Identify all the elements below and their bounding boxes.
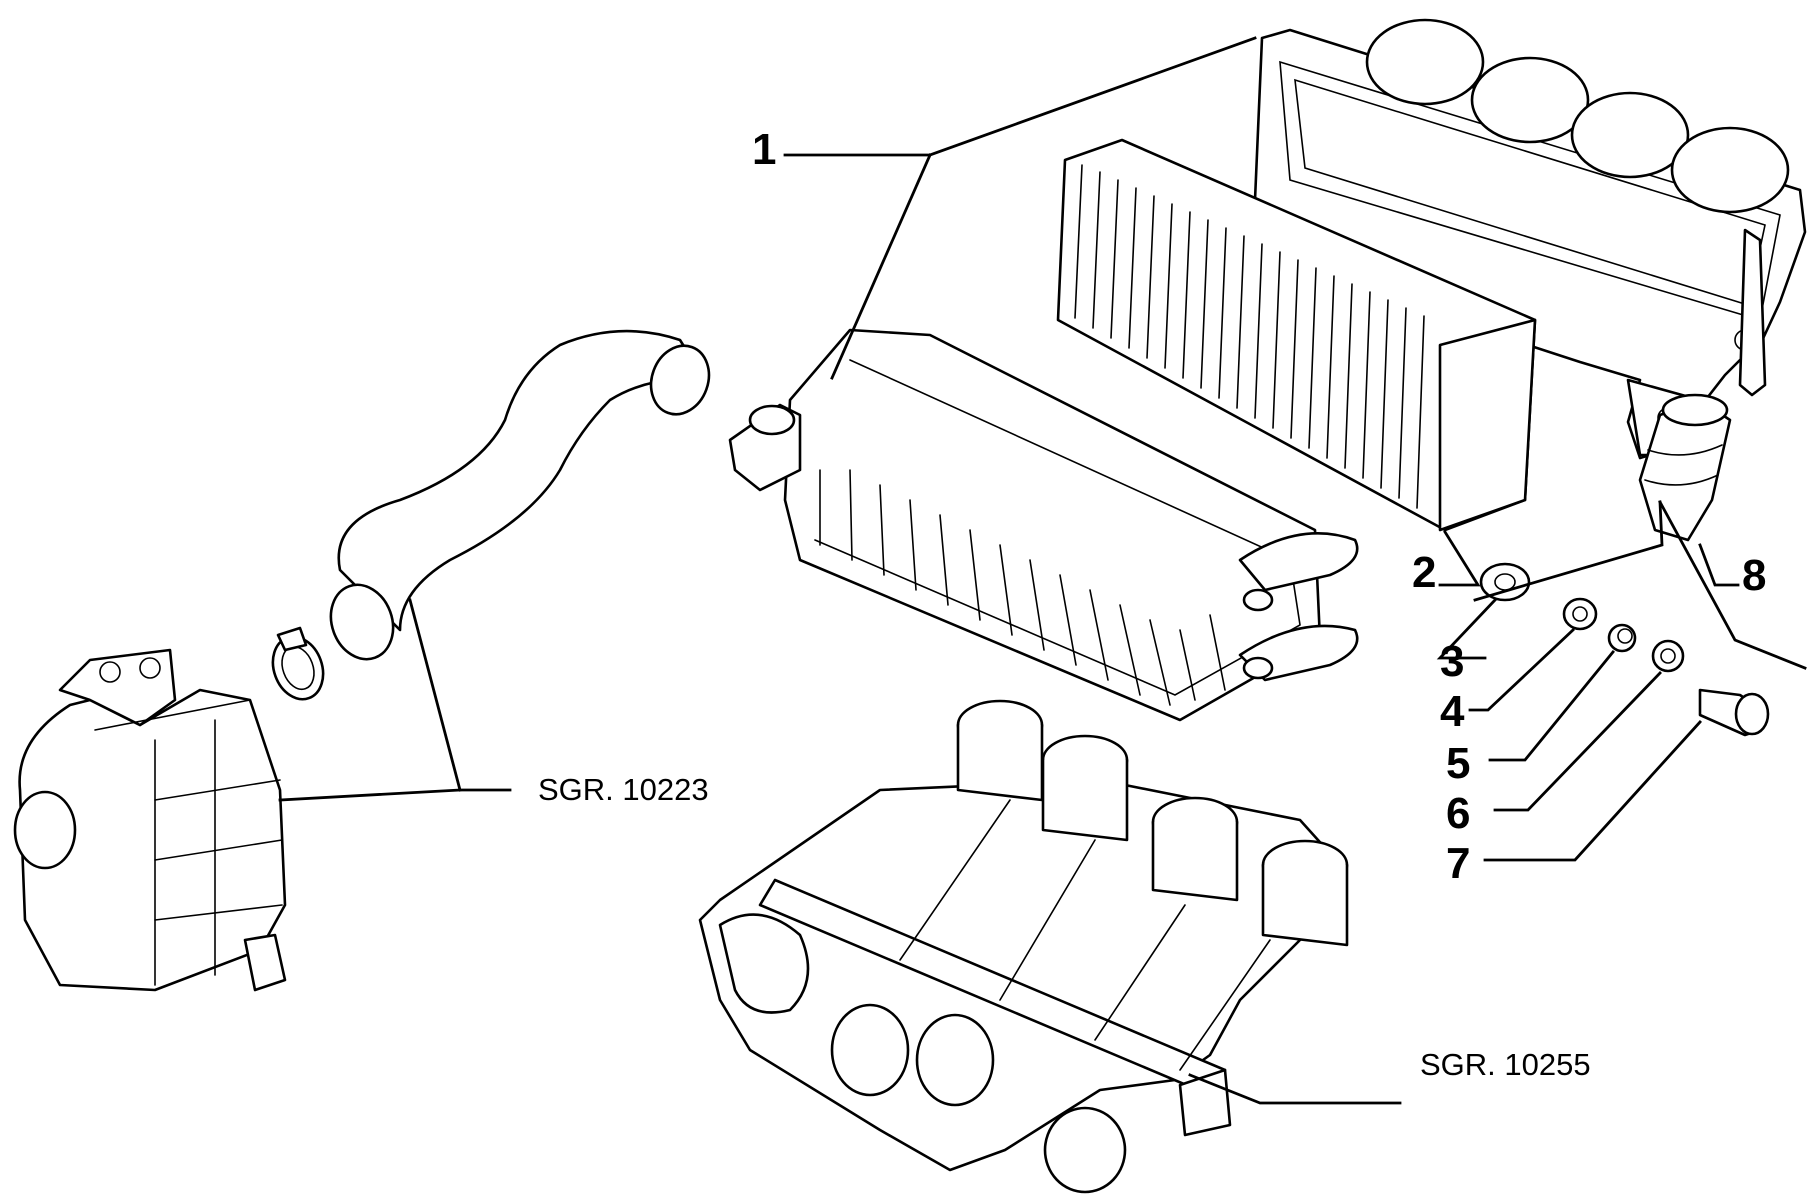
filter-element — [1056, 138, 1537, 532]
callout-5: 5 — [1446, 739, 1470, 788]
part-7-bolt — [1698, 688, 1770, 737]
part-4-washer — [1562, 597, 1598, 631]
part-5-spacer — [1607, 623, 1637, 653]
callout-6: 6 — [1446, 789, 1470, 838]
hose-clamp — [271, 626, 325, 701]
filter-cover — [1253, 18, 1807, 460]
callout-7: 7 — [1446, 839, 1470, 888]
part-3-grommet — [1479, 562, 1531, 602]
intake-manifold — [698, 699, 1349, 1194]
callout-4: 4 — [1440, 687, 1465, 736]
part-6-spring-washer — [1651, 639, 1685, 673]
callout-3: 3 — [1440, 637, 1464, 686]
intake-hose — [329, 329, 711, 661]
air-filter-housing — [728, 328, 1359, 722]
callout-8: 8 — [1742, 551, 1766, 600]
resonator-box — [13, 648, 287, 992]
callout-2: 2 — [1412, 548, 1436, 597]
ref-sgr-10255: SGR. 10255 — [1420, 1047, 1591, 1082]
ref-sgr-10223: SGR. 10223 — [538, 772, 709, 807]
callout-1: 1 — [752, 125, 776, 174]
leader-lines — [278, 36, 1807, 1105]
